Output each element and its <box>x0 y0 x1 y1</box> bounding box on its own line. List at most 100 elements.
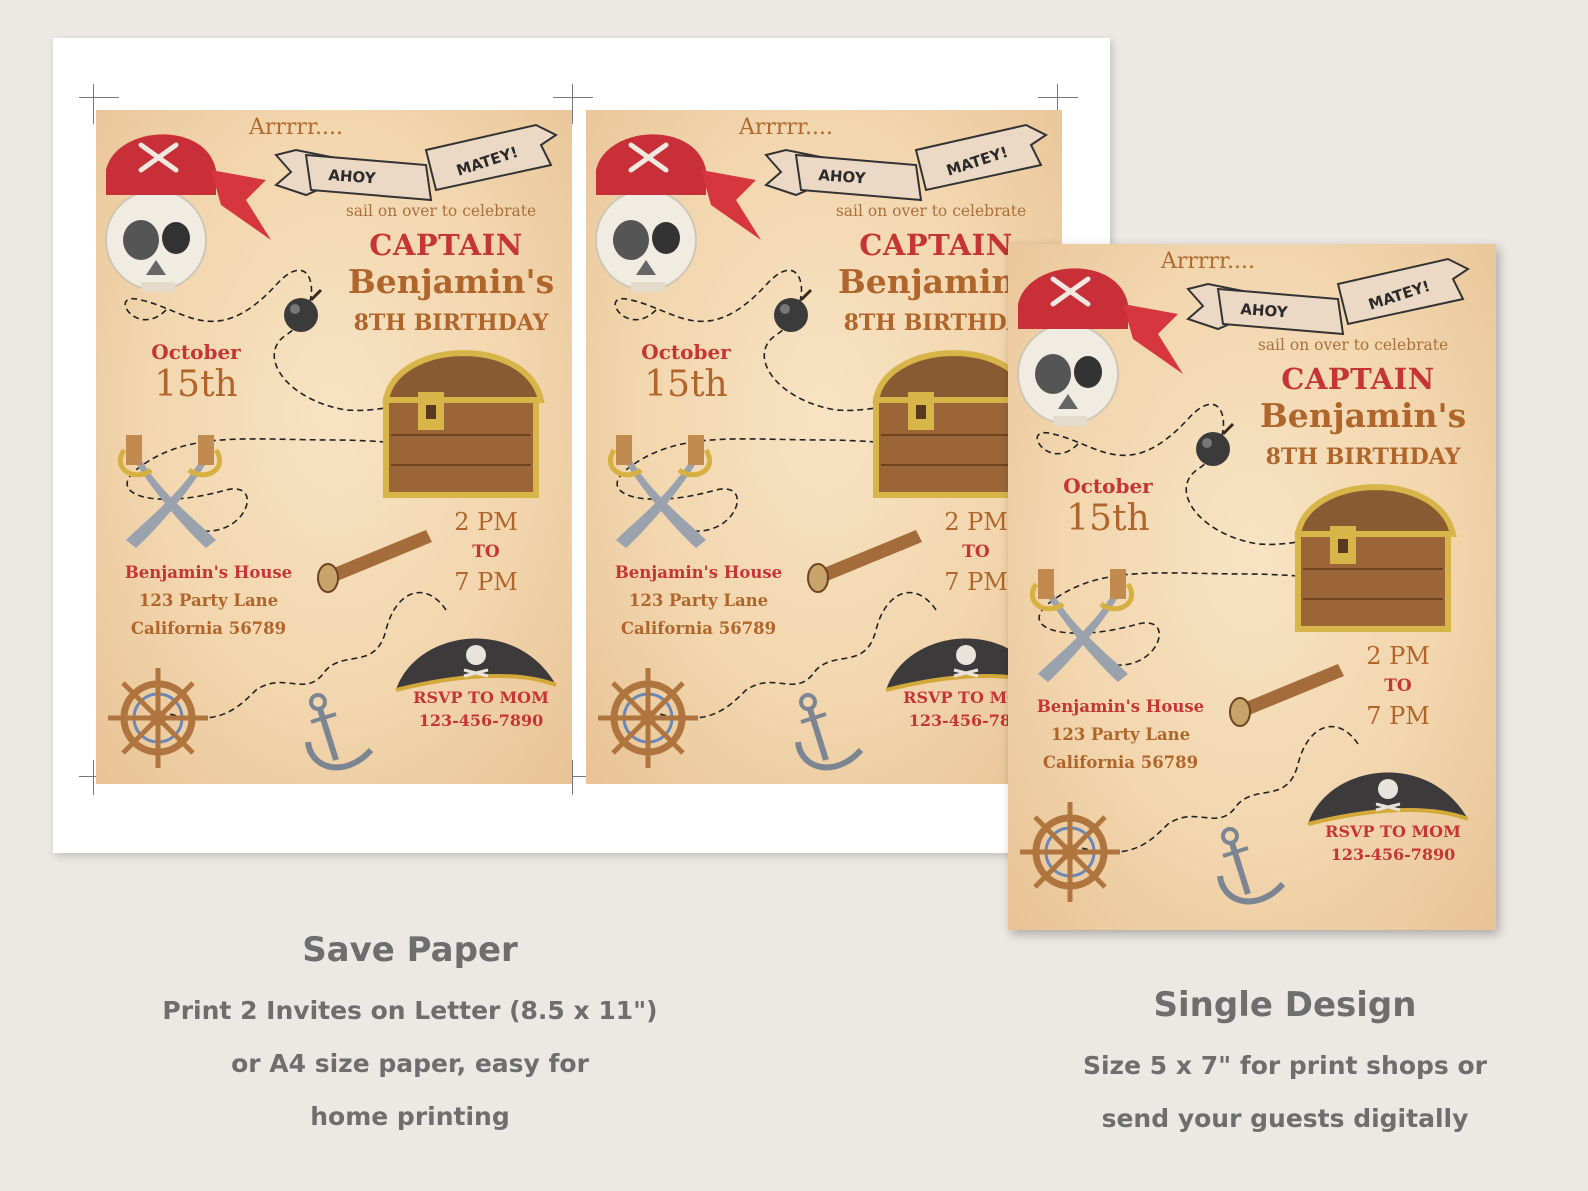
location-street: 123 Party Lane <box>628 591 769 610</box>
caption-line: send your guests digitally <box>1101 1104 1469 1133</box>
treasure-chest-icon <box>1294 484 1457 632</box>
crop-mark <box>572 760 573 795</box>
rsvp-text: RSVP TO MOM <box>1325 822 1461 841</box>
rsvp-phone: 123-456-7890 <box>418 711 544 730</box>
time-to: TO <box>962 542 990 562</box>
location-city: California 56789 <box>1042 753 1199 772</box>
banner-left-text: AHOY <box>328 166 378 187</box>
arrr-text: Arrrrr.... <box>1160 249 1256 274</box>
anchor-icon <box>795 693 864 771</box>
skull-icon <box>105 189 207 292</box>
treasure-map-path <box>155 591 447 720</box>
caption-line: home printing <box>310 1102 510 1131</box>
crop-mark <box>572 84 573 124</box>
bandana-icon <box>1018 268 1183 374</box>
anchor-icon <box>305 693 374 771</box>
sail-text: sail on over to celebrate <box>345 202 537 220</box>
date-month: October <box>1063 474 1153 498</box>
captain-text: CAPTAIN <box>1281 362 1435 396</box>
spyglass-icon <box>807 530 922 593</box>
location-name: Benjamin's House <box>1036 697 1205 716</box>
skull-icon <box>1017 323 1119 426</box>
invite-card-middle: AHOY MATEY! <box>586 110 1062 784</box>
bandana-icon <box>596 134 761 240</box>
crop-mark <box>553 776 593 777</box>
rsvp-phone: 123-456-7890 <box>908 711 1034 730</box>
treasure-map-path <box>1067 725 1359 854</box>
crossed-swords-icon <box>607 435 713 548</box>
date-month: October <box>641 340 731 364</box>
location-city: California 56789 <box>130 619 287 638</box>
caption-title: Single Design <box>1153 985 1417 1025</box>
invite-artwork: AHOY MATEY! <box>105 123 558 771</box>
location-name: Benjamin's House <box>124 563 293 582</box>
location-city: California 56789 <box>620 619 777 638</box>
crop-mark <box>93 760 94 795</box>
ahoy-matey-banner: AHOY MATEY! <box>764 123 1048 202</box>
ahoy-matey-banner: AHOY MATEY! <box>1186 257 1470 336</box>
time-start: 2 PM <box>944 508 1008 536</box>
time-start: 2 PM <box>454 508 518 536</box>
crop-mark <box>1038 97 1078 98</box>
bomb-icon <box>774 288 813 332</box>
arrr-text: Arrrrr.... <box>738 115 834 140</box>
treasure-map-path <box>645 591 937 720</box>
single-design-caption: Single Design Size 5 x 7" for print shop… <box>1000 985 1570 1145</box>
ship-wheel-icon <box>1020 802 1120 902</box>
caption-title: Save Paper <box>302 930 518 970</box>
invite-artwork: AHOY MATEY! <box>595 123 1048 771</box>
caption-line: or A4 size paper, easy for <box>231 1049 589 1078</box>
crop-mark <box>79 97 119 98</box>
location-street: 123 Party Lane <box>138 591 279 610</box>
invite-card-left: AHOY MATEY! <box>96 110 572 784</box>
invite-artwork: AHOY MATEY! <box>1017 257 1470 905</box>
anchor-icon <box>1217 827 1286 905</box>
time-end: 7 PM <box>944 568 1008 596</box>
caption-line: Print 2 Invites on Letter (8.5 x 11") <box>162 996 658 1025</box>
ahoy-matey-banner: AHOY MATEY! <box>274 123 558 202</box>
time-to: TO <box>1384 676 1412 696</box>
treasure-chest-icon <box>382 350 545 498</box>
child-name: Benjamin's <box>1259 396 1467 435</box>
child-name: Benjamin's <box>347 262 555 301</box>
captain-text: CAPTAIN <box>369 228 523 262</box>
time-to: TO <box>472 542 500 562</box>
time-end: 7 PM <box>1366 702 1430 730</box>
birthday-text: 8TH BIRTHDAY <box>843 310 1039 336</box>
birthday-text: 8TH BIRTHDAY <box>1265 444 1461 470</box>
banner-left-text: AHOY <box>1240 300 1290 321</box>
date-day: 15th <box>644 364 728 405</box>
sail-text: sail on over to celebrate <box>835 202 1027 220</box>
sail-text: sail on over to celebrate <box>1257 336 1449 354</box>
ship-wheel-icon <box>108 668 208 768</box>
banner-left-text: AHOY <box>818 166 868 187</box>
pirate-hat-icon <box>395 638 557 692</box>
invite-card-single: AHOY MATEY! <box>1008 244 1496 930</box>
crop-mark <box>1057 84 1058 124</box>
save-paper-caption: Save Paper Print 2 Invites on Letter (8.… <box>120 930 700 1143</box>
date-month: October <box>151 340 241 364</box>
rsvp-text: RSVP TO MOM <box>413 688 549 707</box>
caption-line: Size 5 x 7" for print shops or <box>1082 1051 1487 1080</box>
bandana-icon <box>106 134 271 240</box>
arrr-text: Arrrrr.... <box>248 115 344 140</box>
captain-text: CAPTAIN <box>859 228 1013 262</box>
spyglass-icon <box>1229 664 1344 727</box>
spyglass-icon <box>317 530 432 593</box>
birthday-text: 8TH BIRTHDAY <box>353 310 549 336</box>
pirate-hat-icon <box>1307 772 1469 826</box>
skull-icon <box>595 189 697 292</box>
bomb-icon <box>1196 422 1235 466</box>
time-end: 7 PM <box>454 568 518 596</box>
date-day: 15th <box>154 364 238 405</box>
rsvp-phone: 123-456-7890 <box>1330 845 1456 864</box>
crossed-swords-icon <box>1029 569 1135 682</box>
bomb-icon <box>284 288 323 332</box>
location-street: 123 Party Lane <box>1050 725 1191 744</box>
date-day: 15th <box>1066 498 1150 539</box>
time-start: 2 PM <box>1366 642 1430 670</box>
rsvp-text: RSVP TO MOM <box>903 688 1039 707</box>
crop-mark <box>553 97 593 98</box>
crossed-swords-icon <box>117 435 223 548</box>
ship-wheel-icon <box>598 668 698 768</box>
